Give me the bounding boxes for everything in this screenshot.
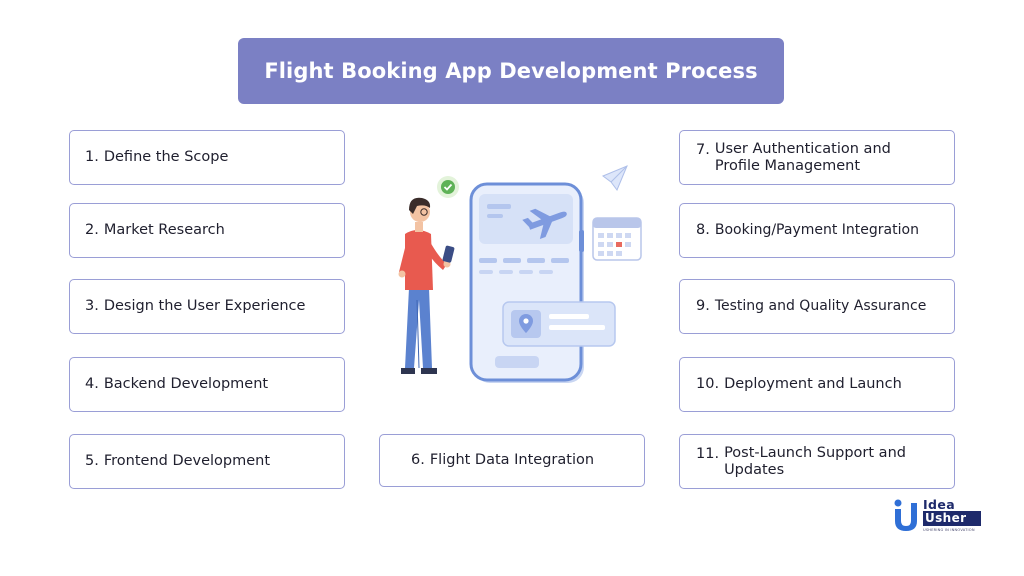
step-1-box: 1. Define the Scope xyxy=(69,130,345,185)
logo-tagline: USHERING IN INNOVATION xyxy=(923,528,975,532)
step-number: 8. xyxy=(696,222,710,238)
step-2-box: 2. Market Research xyxy=(69,203,345,258)
person-with-phone-icon xyxy=(398,197,455,374)
step-label: Booking/Payment Integration xyxy=(714,222,919,238)
step-6-box: 6. Flight Data Integration xyxy=(379,434,645,487)
logo-u-icon xyxy=(894,499,917,531)
logo-line-2: Usher xyxy=(923,511,981,526)
airplane-icon xyxy=(522,208,567,240)
location-card xyxy=(502,301,616,347)
diagram-title-text: Flight Booking App Development Process xyxy=(264,59,758,83)
step-number: 9. xyxy=(696,298,710,314)
step-label: Deployment and Launch xyxy=(724,376,902,392)
step-number: 1. xyxy=(85,149,99,165)
step-3-box: 3. Design the User Experience xyxy=(69,279,345,334)
step-label: Flight Data Integration xyxy=(429,452,595,468)
step-label: Define the Scope xyxy=(103,149,229,165)
step-label: Testing and Quality Assurance xyxy=(714,298,927,314)
paper-plane-icon xyxy=(602,165,628,191)
step-11-box: 11. Post-Launch Support and Updates xyxy=(679,434,955,489)
step-number: 6. xyxy=(411,452,425,468)
location-pin-icon xyxy=(519,314,533,333)
idea-usher-logo: Idea Usher USHERING IN INNOVATION xyxy=(893,497,985,535)
step-10-box: 10. Deployment and Launch xyxy=(679,357,955,412)
step-number: 5. xyxy=(85,453,99,469)
step-number: 11. xyxy=(696,446,720,462)
app-illustration xyxy=(398,165,642,383)
step-number: 4. xyxy=(85,376,99,392)
step-label: Frontend Development xyxy=(103,453,271,469)
step-number: 10. xyxy=(696,376,720,392)
step-label: Market Research xyxy=(103,222,225,238)
step-8-box: 8. Booking/Payment Integration xyxy=(679,203,955,258)
logo-line-1: Idea xyxy=(923,497,956,512)
step-7-box: 7. User Authentication and Profile Manag… xyxy=(679,130,955,185)
step-4-box: 4. Backend Development xyxy=(69,357,345,412)
step-number: 2. xyxy=(85,222,99,238)
step-label: Backend Development xyxy=(103,376,269,392)
check-badge-icon xyxy=(437,176,459,198)
step-label: Design the User Experience xyxy=(103,298,306,314)
step-9-box: 9. Testing and Quality Assurance xyxy=(679,279,955,334)
smartphone-icon xyxy=(469,182,584,382)
step-label: User Authentication and Profile Manageme… xyxy=(714,140,891,174)
step-5-box: 5. Frontend Development xyxy=(69,434,345,489)
step-number: 7. xyxy=(696,142,710,158)
step-label: Post-Launch Support and Updates xyxy=(724,444,906,478)
diagram-title: Flight Booking App Development Process xyxy=(238,38,784,104)
calendar-icon xyxy=(592,217,642,261)
step-number: 3. xyxy=(85,298,99,314)
